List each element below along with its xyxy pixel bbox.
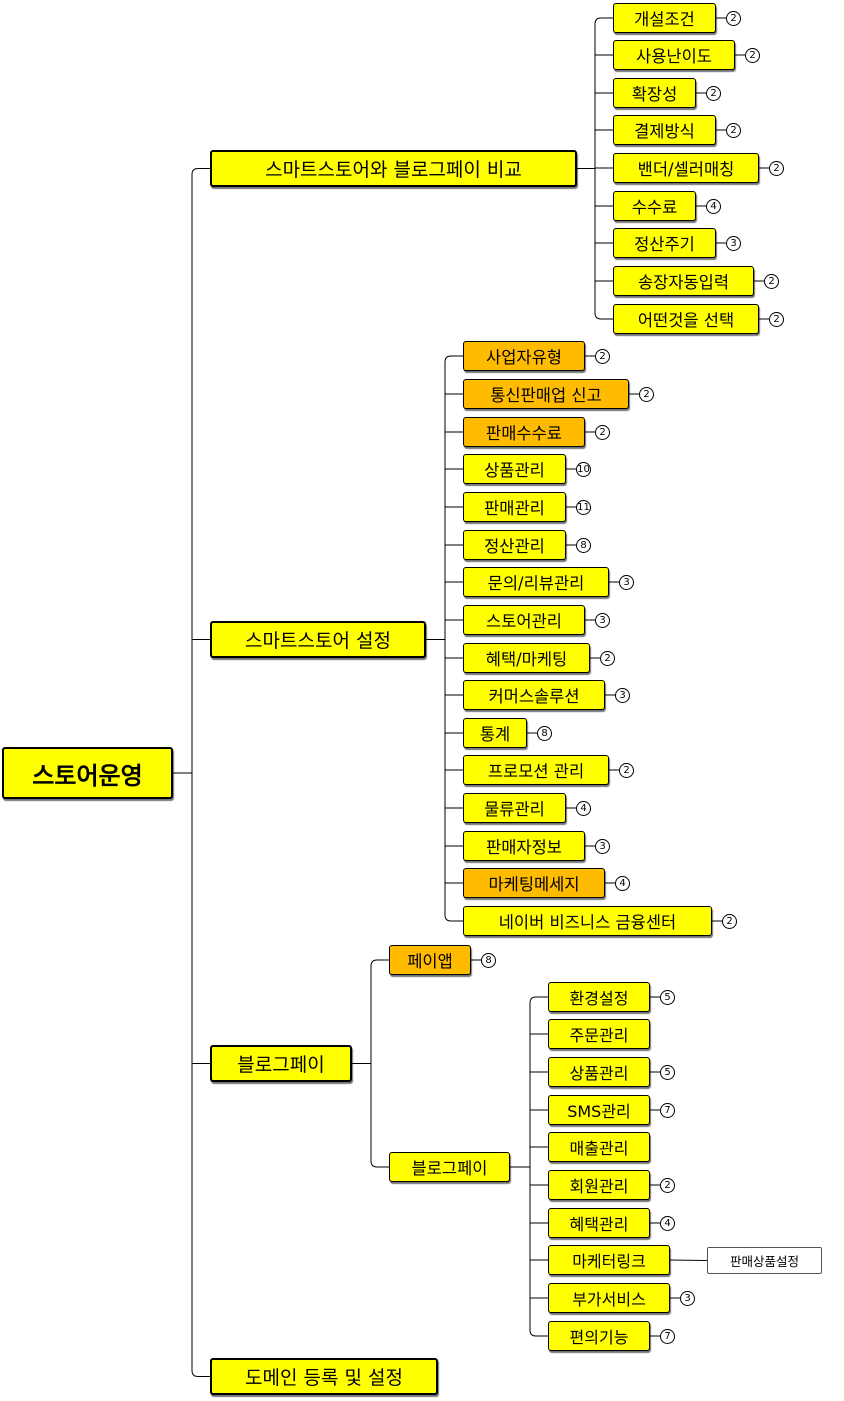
topic-node-root-1-5[interactable]: 정산관리: [463, 530, 566, 560]
subtopic-count-badge[interactable]: 2: [769, 160, 784, 176]
topic-node-root-2-0[interactable]: 페이앱: [389, 945, 471, 975]
subtopic-count-badge[interactable]: 8: [537, 725, 552, 741]
branch-connector: [191, 168, 210, 175]
topic-node-root-2-1-0[interactable]: 환경설정: [548, 982, 650, 1012]
topic-node-root-2-1-7[interactable]: 마케터링크: [548, 1245, 670, 1275]
topic-node-root-1-14[interactable]: 마케팅메세지: [463, 868, 605, 898]
topic-node-root-0-6[interactable]: 정산주기: [613, 228, 716, 258]
topic-node-root-0-5[interactable]: 수수료: [613, 191, 696, 221]
topic-node-root-2-1-5[interactable]: 회원관리: [548, 1170, 650, 1200]
topic-node-root-0-7[interactable]: 송장자동입력: [613, 266, 754, 296]
subtopic-count-badge[interactable]: 3: [595, 612, 610, 628]
subtopic-count-badge[interactable]: 3: [595, 838, 610, 854]
subtopic-count-badge[interactable]: 2: [706, 85, 721, 101]
topic-node-root-0-2[interactable]: 확장성: [613, 78, 696, 108]
topic-node-root-1-6[interactable]: 문의/리뷰관리: [463, 567, 609, 597]
subtopic-count-badge[interactable]: 10: [576, 461, 591, 477]
subtopic-count-badge[interactable]: 4: [615, 875, 630, 891]
subtopic-count-badge[interactable]: 2: [660, 1177, 675, 1193]
subtopic-count-badge[interactable]: 2: [726, 10, 741, 26]
subtopic-count-badge[interactable]: 7: [660, 1102, 675, 1118]
subtopic-count-badge[interactable]: 7: [660, 1328, 675, 1344]
topic-node-root-1-9[interactable]: 커머스솔루션: [463, 680, 605, 710]
subtopic-count-badge[interactable]: 2: [722, 913, 737, 929]
topic-node-root-2-1-3[interactable]: SMS관리: [548, 1095, 650, 1125]
topic-node-root-1-2[interactable]: 판매수수료: [463, 417, 585, 447]
branch-connector: [529, 1329, 548, 1337]
branch-connector: [370, 959, 389, 967]
topic-node-root-2-1[interactable]: 블로그페이: [389, 1152, 510, 1182]
subtopic-count-badge[interactable]: 4: [576, 800, 591, 816]
topic-node-root-1-11[interactable]: 프로모션 관리: [463, 755, 609, 785]
topic-node-root-1-8[interactable]: 혜택/마케팅: [463, 643, 590, 673]
topic-node-root-1-7[interactable]: 스토어관리: [463, 605, 585, 635]
topic-node-root-0-0[interactable]: 개설조건: [613, 3, 716, 33]
topic-node-root-2-1-8[interactable]: 부가서비스: [548, 1283, 670, 1313]
branch-connector: [529, 996, 548, 1004]
branch-connector: [444, 355, 463, 363]
subtopic-count-badge[interactable]: 2: [595, 424, 610, 440]
topic-node-root-1-1[interactable]: 통신판매업 신고: [463, 379, 629, 409]
subtopic-count-badge[interactable]: 2: [600, 650, 615, 666]
topic-node-root-1-0[interactable]: 사업자유형: [463, 341, 585, 371]
subtopic-count-badge[interactable]: 2: [769, 311, 784, 327]
branch-connector: [191, 1370, 210, 1377]
topic-node-root-2-1-1[interactable]: 주문관리: [548, 1019, 650, 1049]
topic-node-root-2-1-2[interactable]: 상품관리: [548, 1057, 650, 1087]
subtopic-count-badge[interactable]: 2: [619, 762, 634, 778]
branch-connector: [669, 1259, 708, 1261]
subtopic-count-badge[interactable]: 11: [576, 499, 591, 515]
topic-node-root-0-8[interactable]: 어떤것을 선택: [613, 304, 759, 334]
subtopic-count-badge[interactable]: 2: [764, 273, 779, 289]
topic-node-root-2[interactable]: 블로그페이: [210, 1045, 352, 1082]
topic-node-root-2-1-7-0[interactable]: 판매상품설정: [707, 1247, 822, 1274]
topic-node-root-1-12[interactable]: 물류관리: [463, 793, 566, 823]
topic-node-root-1[interactable]: 스마트스토어 설정: [210, 621, 426, 658]
topic-node-root-1-13[interactable]: 판매자정보: [463, 831, 585, 861]
subtopic-count-badge[interactable]: 5: [660, 1064, 675, 1080]
subtopic-count-badge[interactable]: 5: [660, 989, 675, 1005]
topic-node-root-0-3[interactable]: 결제방식: [613, 115, 716, 145]
topic-node-root-3[interactable]: 도메인 등록 및 설정: [210, 1358, 438, 1395]
topic-node-root-2-1-9[interactable]: 편의기능: [548, 1321, 650, 1351]
branch-connector: [594, 312, 613, 320]
branch-connector: [444, 914, 463, 922]
topic-node-root-1-4[interactable]: 판매관리: [463, 492, 566, 522]
root-topic-node[interactable]: 스토어운영: [2, 747, 173, 799]
subtopic-count-badge[interactable]: 3: [619, 574, 634, 590]
topic-node-root-2-1-4[interactable]: 매출관리: [548, 1132, 650, 1162]
subtopic-count-badge[interactable]: 2: [639, 386, 654, 402]
topic-node-root-0[interactable]: 스마트스토어와 블로그페이 비교: [210, 150, 577, 187]
branch-connector: [594, 17, 613, 25]
subtopic-count-badge[interactable]: 4: [706, 198, 721, 214]
subtopic-count-badge[interactable]: 4: [660, 1215, 675, 1231]
topic-node-root-1-10[interactable]: 통계: [463, 718, 527, 748]
subtopic-count-badge[interactable]: 2: [745, 47, 760, 63]
topic-node-root-2-1-6[interactable]: 혜택관리: [548, 1208, 650, 1238]
branch-connector: [370, 1160, 389, 1168]
topic-node-root-1-15[interactable]: 네이버 비즈니스 금융센터: [463, 906, 712, 936]
subtopic-count-badge[interactable]: 3: [615, 687, 630, 703]
subtopic-count-badge[interactable]: 2: [595, 348, 610, 364]
subtopic-count-badge[interactable]: 8: [481, 952, 496, 968]
subtopic-count-badge[interactable]: 3: [726, 235, 741, 251]
subtopic-count-badge[interactable]: 2: [726, 122, 741, 138]
topic-node-root-0-4[interactable]: 밴더/셀러매칭: [613, 153, 759, 183]
subtopic-count-badge[interactable]: 3: [680, 1290, 695, 1306]
topic-node-root-1-3[interactable]: 상품관리: [463, 454, 566, 484]
topic-node-root-0-1[interactable]: 사용난이도: [613, 40, 735, 70]
subtopic-count-badge[interactable]: 8: [576, 537, 591, 553]
